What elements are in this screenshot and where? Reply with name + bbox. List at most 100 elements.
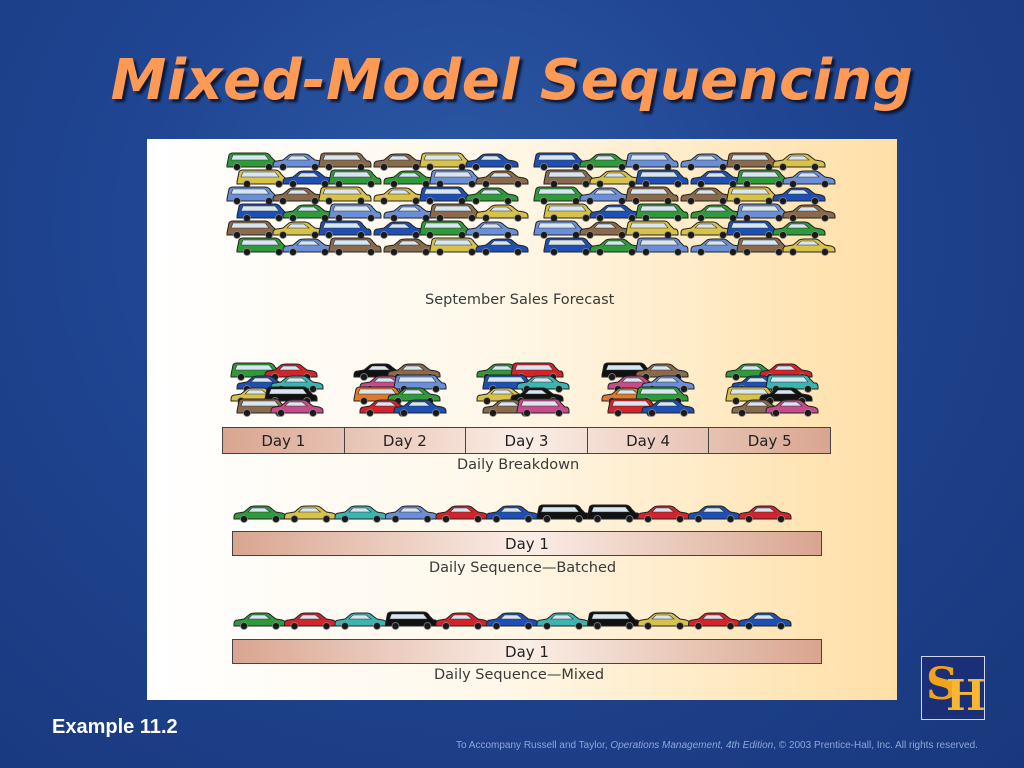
forecast-car-icon	[236, 169, 290, 188]
copyright-footer: To Accompany Russell and Taylor, Operati…	[456, 740, 978, 751]
daily-car-icon	[270, 399, 324, 417]
mixed-model-figure: September Sales Forecast Day 1 Day 2 Day…	[147, 139, 897, 700]
forecast-caption: September Sales Forecast	[425, 292, 615, 308]
blue-car-icon	[688, 505, 741, 523]
forecast-car-icon	[736, 237, 790, 256]
forecast-car-icon	[579, 153, 633, 171]
forecast-car-icon	[782, 170, 836, 188]
day-cell: Day 1	[223, 428, 345, 453]
daily-clusters	[230, 362, 819, 417]
day-cell: Day 2	[345, 428, 467, 453]
footer-prefix: To Accompany Russell and Taylor,	[456, 740, 611, 751]
mixed-car-row	[233, 611, 792, 630]
daily-breakdown-caption: Daily Breakdown	[457, 457, 580, 473]
black-van-icon	[536, 504, 590, 523]
forecast-car-icon	[635, 169, 689, 188]
forecast-car-icon	[318, 186, 372, 205]
forecast-car-icon	[419, 186, 473, 205]
footer-suffix: , © 2003 Prentice-Hall, Inc. All rights …	[773, 740, 978, 751]
green-car-icon	[233, 505, 287, 523]
day-cell: Day 3	[466, 428, 588, 453]
forecast-car-icon	[272, 187, 326, 205]
forecast-car-icon	[533, 152, 587, 171]
forecast-car-icon	[772, 187, 826, 205]
red-car-icon	[688, 612, 741, 630]
black-van-icon	[587, 611, 640, 630]
red-car-icon	[284, 612, 337, 630]
forecast-car-icon	[282, 204, 336, 222]
forecast-car-icon	[475, 204, 529, 222]
forecast-car-icon	[625, 220, 679, 239]
teal-car-icon	[334, 612, 388, 630]
forecast-car-icon	[726, 152, 780, 171]
daily-car-icon	[393, 399, 447, 417]
forecast-car-icon	[328, 237, 382, 256]
forecast-car-icon	[236, 203, 290, 222]
footer-book-title: Operations Management, 4th Edition	[610, 740, 774, 751]
blue-car-icon	[486, 612, 539, 630]
red-car-icon	[435, 612, 489, 630]
teal-car-icon	[536, 612, 590, 630]
forecast-car-icon	[635, 203, 689, 222]
forecast-car-icon	[543, 169, 597, 188]
batched-day-label: Day 1	[505, 534, 549, 553]
forecast-car-icon	[680, 187, 734, 205]
forecast-car-icon	[543, 203, 597, 222]
day-cell: Day 4	[588, 428, 710, 453]
forecast-car-icon	[635, 237, 689, 256]
forecast-car-icon	[465, 187, 519, 205]
forecast-car-icon	[772, 221, 826, 239]
forecast-car-icon	[226, 186, 280, 205]
forecast-car-icon	[429, 203, 483, 222]
forecast-car-icon	[272, 221, 326, 239]
logo-letter-h: H	[946, 671, 985, 720]
teal-car-icon	[334, 505, 388, 523]
daily-breakdown-bar: Day 1 Day 2 Day 3 Day 4 Day 5	[222, 427, 831, 454]
mixed-caption: Daily Sequence—Mixed	[434, 667, 605, 683]
forecast-car-icon	[226, 220, 280, 239]
forecast-car-icon	[318, 220, 372, 239]
forecast-car-icon	[625, 186, 679, 205]
forecast-car-icon	[772, 153, 826, 171]
forecast-car-icon	[328, 203, 382, 222]
forecast-fleet	[226, 152, 836, 256]
yellow-car-icon	[637, 612, 691, 630]
forecast-car-icon	[690, 238, 744, 256]
example-label: Example 11.2	[52, 716, 178, 738]
logo-letter-s: S	[926, 659, 958, 710]
forecast-car-icon	[318, 152, 372, 171]
forecast-car-icon	[782, 204, 836, 222]
green-car-icon	[233, 612, 287, 630]
publisher-logo: S H	[921, 656, 985, 720]
forecast-car-icon	[543, 237, 597, 256]
blue-car-icon	[738, 612, 792, 630]
light-blue-car-icon	[385, 505, 438, 523]
forecast-car-icon	[429, 237, 483, 256]
forecast-car-icon	[726, 220, 780, 239]
forecast-car-icon	[533, 186, 587, 205]
daily-car-icon	[516, 398, 570, 417]
batched-car-row	[233, 504, 792, 523]
forecast-car-icon	[475, 238, 529, 256]
batched-day-bar: Day 1	[232, 531, 822, 556]
slide-title: Mixed-Model Sequencing	[110, 48, 914, 113]
forecast-car-icon	[579, 187, 633, 205]
forecast-car-icon	[272, 153, 326, 171]
black-van-icon	[587, 504, 640, 523]
forecast-car-icon	[383, 204, 437, 222]
mixed-day-bar: Day 1	[232, 639, 822, 664]
batched-caption: Daily Sequence—Batched	[429, 560, 617, 576]
daily-car-icon	[516, 375, 570, 393]
daily-car-icon	[641, 399, 695, 417]
red-car-icon	[637, 505, 691, 523]
daily-car-icon	[393, 374, 447, 393]
daily-car-icon	[765, 399, 819, 417]
red-car-icon	[738, 505, 792, 523]
mixed-day-label: Day 1	[505, 642, 549, 661]
forecast-car-icon	[373, 153, 427, 171]
blue-car-icon	[486, 505, 539, 523]
day-cell: Day 5	[747, 431, 792, 450]
black-van-icon	[385, 611, 438, 630]
forecast-car-icon	[465, 221, 519, 239]
forecast-car-icon	[475, 170, 529, 188]
